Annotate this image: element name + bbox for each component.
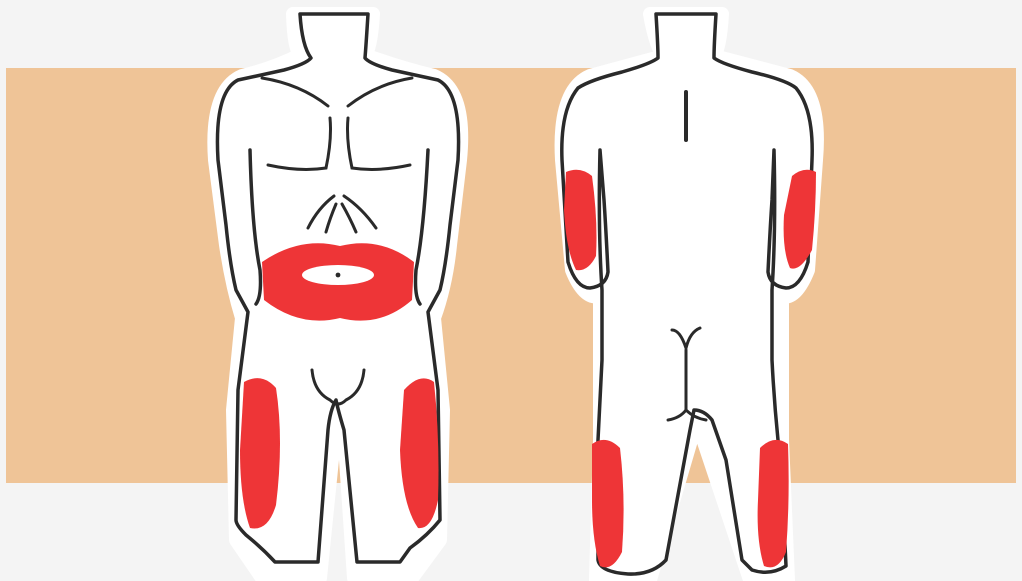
navel	[336, 273, 341, 278]
front-left-thigh-zone	[240, 378, 280, 528]
peach-band	[6, 68, 1016, 483]
back-right-thigh-zone	[758, 440, 789, 568]
back-left-thigh-zone	[592, 440, 624, 568]
